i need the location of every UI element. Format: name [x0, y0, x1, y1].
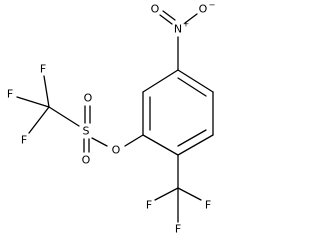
- bond-ring-to-ester-o: [124, 134, 144, 147]
- nitro-o-top-label: O: [151, 3, 160, 16]
- bond-nitro-n-o-top-a: [159, 14, 173, 25]
- ring-bond-c4-c5: [142, 134, 179, 156]
- ring-bond-c3-c4: [177, 134, 214, 156]
- ring-double-bond-inner-2: [177, 129, 207, 147]
- nitro-group: N + O O −: [151, 1, 216, 71]
- bond-cf3-f-right: [177, 187, 202, 201]
- nitro-o-charge: −: [209, 1, 216, 10]
- bond-nitro-n-o-right: [184, 13, 198, 24]
- ring-bond-c1-c2: [177, 69, 214, 93]
- nitro-o-right-label: O: [199, 3, 208, 16]
- benzene-ring: [142, 69, 214, 156]
- bond-c-f-lower: [28, 106, 50, 134]
- chemical-structure-diagram: N + O O − O S O O F F F F F F: [7, 1, 216, 236]
- triflyl-f-left-label: F: [7, 88, 13, 101]
- sulfonyl-o-lower-label: O: [82, 154, 91, 167]
- bond-cf3-f-left: [154, 187, 179, 201]
- trifluoromethyl-group: F F F: [146, 154, 211, 236]
- bond-s-to-cf3-carbon: [48, 106, 80, 127]
- cf3-f-bottom-label: F: [175, 223, 181, 236]
- triflyl-f-top-label: F: [40, 63, 46, 76]
- bond-c-f-left: [16, 96, 50, 108]
- triflyl-f-lower-label: F: [21, 134, 27, 147]
- sulfur-label: S: [83, 125, 90, 138]
- bond-c-f-top: [43, 75, 50, 108]
- cf3-f-left-label: F: [146, 199, 152, 212]
- triflate-group: O S O O F F F: [7, 63, 144, 167]
- sulfonyl-o-upper-label: O: [84, 92, 93, 105]
- ring-double-bond-inner-1: [177, 77, 207, 97]
- bond-ester-o-to-s: [91, 137, 108, 147]
- cf3-f-right-label: F: [205, 199, 211, 212]
- bond-nitro-n-o-top-b: [162, 10, 176, 21]
- nitro-n-label: N: [174, 23, 182, 36]
- ring-bond-c6-c1: [142, 69, 179, 93]
- ester-o-label: O: [112, 144, 121, 157]
- nitro-n-charge: +: [183, 20, 190, 29]
